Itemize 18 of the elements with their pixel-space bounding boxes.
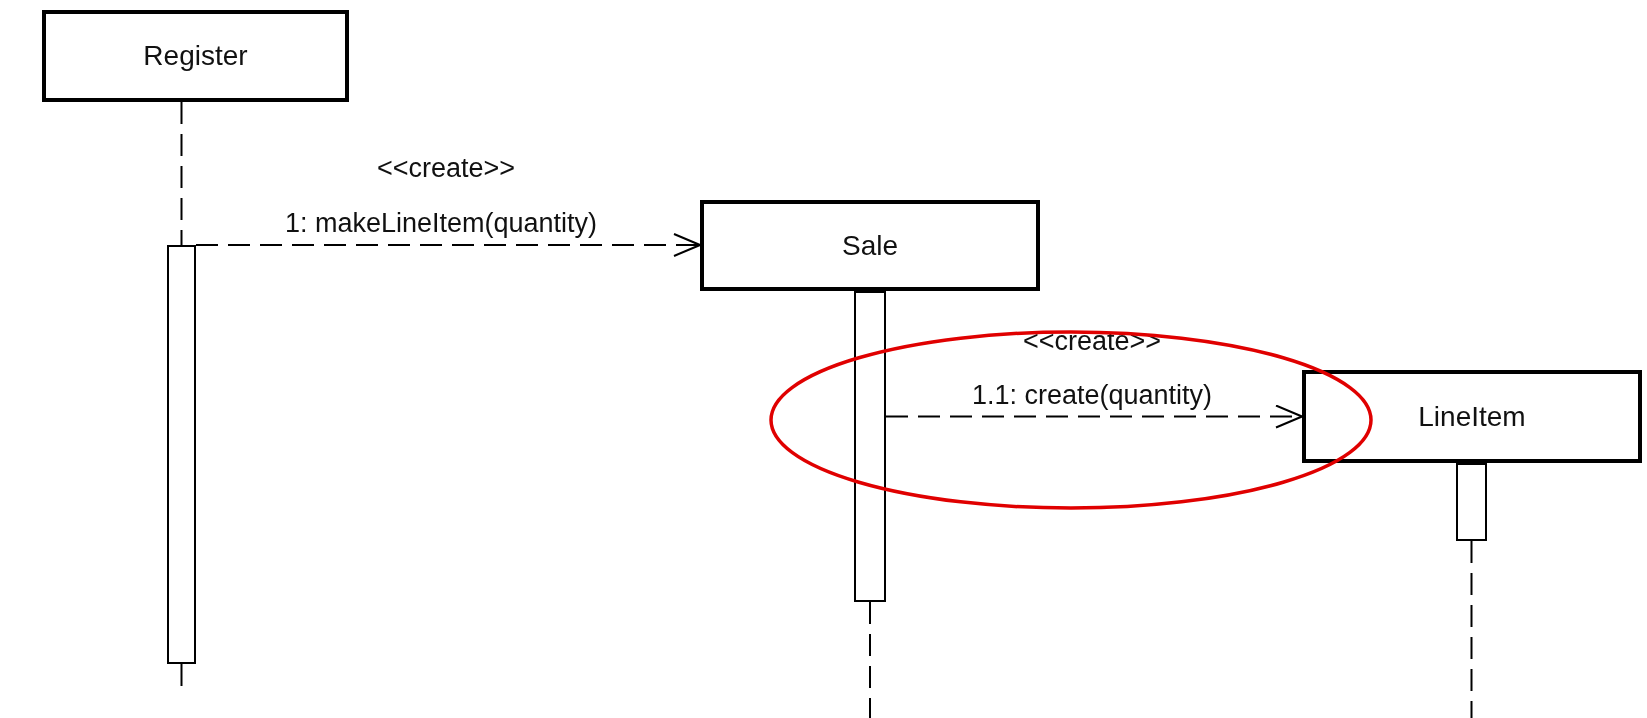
- activation-bar: [167, 245, 196, 664]
- object-name: LineItem: [1418, 400, 1526, 433]
- object-box: [1302, 370, 1642, 463]
- object-name: Sale: [841, 229, 898, 262]
- object-box: [700, 200, 1040, 291]
- stereotype-label: <<create>>: [376, 152, 516, 184]
- message-arrow: [885, 404, 1303, 429]
- message-label: 1.1: create(quantity): [971, 379, 1213, 411]
- stereotype-label: <<create>>: [1022, 325, 1162, 357]
- lifeline: [1470, 540, 1473, 718]
- lifeline: [180, 101, 183, 246]
- object-name: Register: [143, 40, 248, 72]
- activation-bar: [854, 291, 886, 602]
- activation-bar: [1456, 463, 1487, 541]
- message-label: 1: makeLineItem(quantity): [284, 207, 598, 239]
- message-arrow: [195, 233, 701, 257]
- object-box: [42, 10, 349, 102]
- lifeline: [869, 601, 871, 718]
